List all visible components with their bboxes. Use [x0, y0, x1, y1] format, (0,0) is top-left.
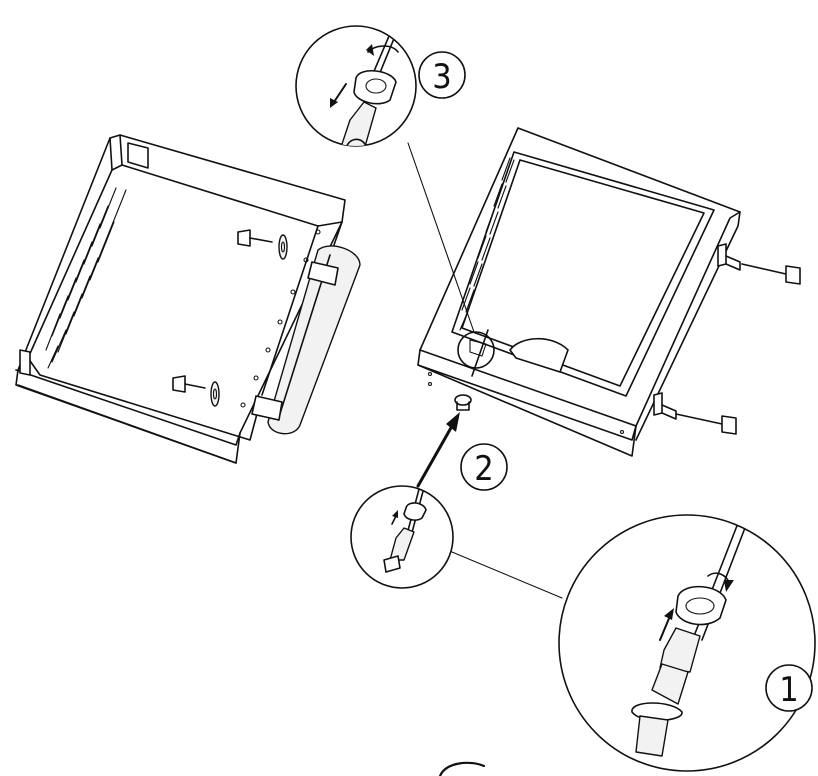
- screw-lower-left: [172, 375, 220, 407]
- step-number-1: 1: [779, 670, 798, 710]
- detail-circle-2: [350, 485, 454, 589]
- detail-3-origin: [457, 329, 495, 377]
- step-label-1: 1: [765, 664, 813, 712]
- cropped-circle-bottom: [438, 761, 486, 776]
- step-label-2: 2: [460, 443, 508, 491]
- step-number-2: 2: [474, 449, 493, 489]
- ignitor-knob: [454, 394, 472, 411]
- detail-circle-1: [558, 514, 816, 772]
- insert-arrow: [416, 412, 460, 488]
- screw-upper-left: [237, 229, 288, 260]
- detail-circle-3: [295, 25, 417, 147]
- right-panel: [417, 127, 801, 457]
- leader-lines: [407, 142, 563, 599]
- screw-upper-right: [741, 263, 801, 285]
- step-number-3: 3: [432, 57, 451, 97]
- screw-lower-right: [675, 413, 737, 435]
- left-tray: [15, 134, 361, 464]
- step-label-3: 3: [418, 51, 466, 99]
